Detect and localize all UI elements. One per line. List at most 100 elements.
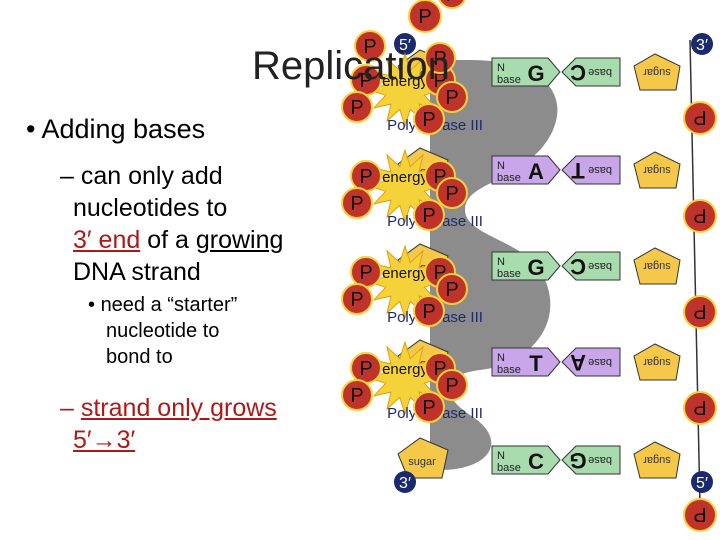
phosphate: P bbox=[413, 295, 445, 327]
phosphate-label: P bbox=[363, 36, 376, 58]
phosphate-label: P bbox=[445, 183, 458, 205]
subsub-starter-nucleotide: • need a “starter” nucleotide to bond to bbox=[88, 292, 288, 370]
phosphate-label: P bbox=[350, 97, 363, 119]
template-base-letter: G bbox=[569, 448, 586, 473]
svg-text:3′: 3′ bbox=[399, 475, 411, 492]
end-label-3-top: 3′ bbox=[691, 33, 713, 55]
template-base-word: base bbox=[588, 164, 612, 176]
direction: 5′→3′ bbox=[73, 426, 136, 454]
base-word-label: base bbox=[497, 172, 521, 184]
new-base bbox=[491, 155, 561, 185]
base-word-label: base bbox=[497, 268, 521, 280]
energy-label: energy bbox=[382, 265, 428, 282]
template-phosphate: P bbox=[683, 101, 717, 135]
phosphate: P bbox=[436, 273, 468, 305]
phosphate-label: P bbox=[350, 193, 363, 215]
template-base bbox=[561, 155, 621, 185]
three-prime-end: 3′ end bbox=[73, 226, 141, 254]
template-base-letter: T bbox=[571, 158, 585, 183]
dot: • bbox=[88, 294, 101, 316]
phosphate-label: P bbox=[359, 70, 372, 92]
base-n-label: N bbox=[497, 160, 505, 172]
template-phosphate-label: P bbox=[693, 204, 706, 226]
template-base-word: base bbox=[588, 66, 612, 78]
new-base bbox=[491, 347, 561, 377]
energy-label: energy bbox=[382, 73, 428, 90]
energy-label: energy bbox=[382, 361, 428, 378]
template-sugar bbox=[633, 247, 681, 285]
template-phosphate-label: P bbox=[693, 106, 706, 128]
phosphate: P bbox=[341, 91, 373, 123]
phosphate: P bbox=[436, 369, 468, 401]
phosphate-label: P bbox=[445, 0, 458, 6]
phosphate-label: P bbox=[445, 279, 458, 301]
template-sugar-label: sugar bbox=[643, 66, 671, 78]
base-pair-row: sugarNbaseTAbasesugarP bbox=[397, 339, 717, 425]
new-base-letter: T bbox=[529, 351, 543, 376]
phosphate-label: P bbox=[418, 6, 431, 28]
template-phosphate-label: P bbox=[693, 300, 706, 322]
template-base-letter: C bbox=[570, 254, 586, 279]
end-label-5-top: 5′ bbox=[394, 33, 416, 55]
template-base-letter: C bbox=[570, 60, 586, 85]
new-base-letter: A bbox=[528, 159, 544, 184]
template-sugar-label: sugar bbox=[643, 356, 671, 368]
phosphate-label: P bbox=[445, 375, 458, 397]
phosphate: P bbox=[413, 199, 445, 231]
template-base-word: base bbox=[588, 454, 612, 466]
template-sugar bbox=[633, 441, 681, 479]
template-phosphate-bottom-label: P bbox=[693, 503, 706, 525]
phosphate: P bbox=[436, 177, 468, 209]
l1: need a “starter” bbox=[100, 294, 238, 316]
template-base bbox=[561, 57, 621, 87]
subbullet-strand-grows: – strand only grows 5′→3′ bbox=[60, 392, 330, 456]
line1: can only add bbox=[80, 162, 223, 190]
slide-title: Replication bbox=[252, 44, 450, 88]
template-base-letter: A bbox=[570, 350, 586, 375]
phosphate: P bbox=[436, 81, 468, 113]
phosphate: P bbox=[341, 283, 373, 315]
template-base bbox=[561, 445, 621, 475]
phosphate-label: P bbox=[445, 87, 458, 109]
phosphate: P bbox=[424, 42, 456, 74]
svg-text:5′: 5′ bbox=[399, 37, 411, 54]
template-phosphate-label: P bbox=[693, 396, 706, 418]
phosphate-label: P bbox=[422, 397, 435, 419]
phosphate: P bbox=[413, 103, 445, 135]
template-base-word: base bbox=[588, 260, 612, 272]
base-word-label: base bbox=[497, 364, 521, 376]
template-sugar bbox=[633, 151, 681, 189]
template-sugar bbox=[633, 53, 681, 91]
phosphate-label: P bbox=[422, 301, 435, 323]
svg-text:5′: 5′ bbox=[696, 475, 708, 492]
base-word-label: base bbox=[497, 462, 521, 474]
end-label-5-bottom: 5′ bbox=[691, 471, 713, 493]
template-sugar-label: sugar bbox=[643, 164, 671, 176]
phosphate-label: P bbox=[359, 358, 372, 380]
new-base bbox=[491, 57, 561, 87]
growing: growing bbox=[195, 226, 284, 254]
phosphate: P bbox=[350, 256, 382, 288]
sugar bbox=[397, 437, 449, 479]
template-phosphate: P bbox=[683, 295, 717, 329]
strand-text: strand only grows bbox=[80, 394, 277, 422]
base-n-label: N bbox=[497, 450, 505, 462]
line2: nucleotides to bbox=[73, 194, 228, 222]
base-n-label: N bbox=[497, 256, 505, 268]
end-label-3-bottom: 3′ bbox=[394, 471, 416, 493]
phosphate-label: P bbox=[350, 289, 363, 311]
template-sugar-label: sugar bbox=[643, 260, 671, 272]
phosphate: P bbox=[413, 391, 445, 423]
phosphate-label: P bbox=[359, 166, 372, 188]
new-base-letter: G bbox=[527, 255, 544, 280]
template-sugar-label: sugar bbox=[643, 454, 671, 466]
new-base-letter: G bbox=[527, 61, 544, 86]
dash: – bbox=[60, 394, 81, 422]
phosphate-label: P bbox=[350, 385, 363, 407]
